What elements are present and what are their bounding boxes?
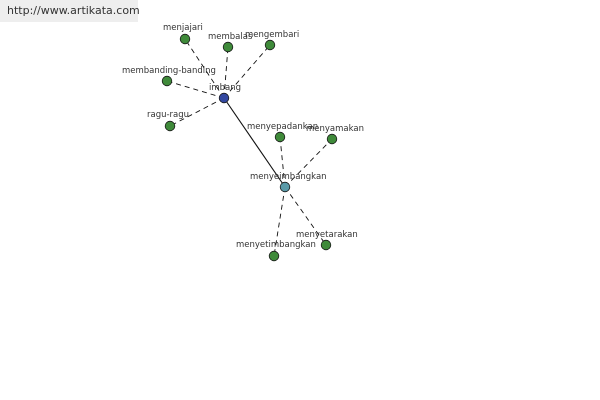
node-label-menyeimbangkan: menyeimbangkan [250,172,327,182]
edge-menyeimbangkan-menyamakan [284,138,333,188]
node-mengembari[interactable] [264,39,276,51]
node-label-menyetarakan: menyetarakan [296,230,358,240]
edges-layer [166,38,333,257]
node-label-membalas: membalas [208,32,253,42]
edge-imbang-menjajari [184,38,225,99]
node-imbang[interactable] [218,92,230,104]
node-menyeimbangkan[interactable] [279,181,291,193]
edge-imbang-menyeimbangkan [223,97,286,188]
node-menjajari[interactable] [179,33,191,45]
edge-imbang-mengembari [223,44,271,99]
node-label-membanding-banding: membanding-banding [122,66,216,76]
node-label-menyepadankan: menyepadankan [247,122,318,132]
labels-layer: imbangmenyeimbangkanmenjajarimembalasmen… [122,23,364,250]
node-membalas[interactable] [222,41,234,53]
node-label-ragu-ragu: ragu-ragu [147,110,189,120]
edge-menyeimbangkan-menyetimbangkan [273,186,286,257]
edge-imbang-ragu-ragu [169,97,225,127]
source-link[interactable]: http://www.artikata.com [0,0,140,22]
node-label-mengembari: mengembari [245,30,299,40]
node-menyepadankan[interactable] [274,131,286,143]
node-label-menjajari: menjajari [163,23,203,33]
node-label-menyetimbangkan: menyetimbangkan [236,240,316,250]
edge-imbang-membanding-banding [166,80,225,99]
node-menyetimbangkan[interactable] [268,250,280,262]
node-label-imbang: imbang [209,83,241,93]
node-menyetarakan[interactable] [320,239,332,251]
edge-menyeimbangkan-menyetarakan [284,186,327,246]
nodes-layer [161,33,338,262]
node-menyamakan[interactable] [326,133,338,145]
node-label-menyamakan: menyamakan [306,124,364,134]
node-membanding-banding[interactable] [161,75,173,87]
node-ragu-ragu[interactable] [164,120,176,132]
